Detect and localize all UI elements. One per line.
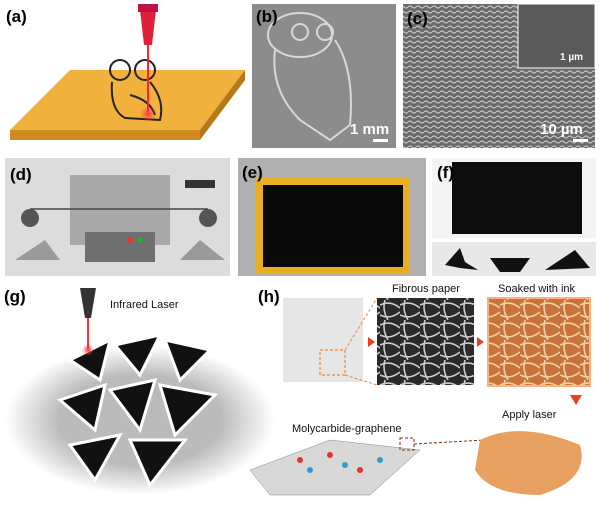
panel-label-h: (h) — [258, 287, 280, 306]
panel-a: (a) — [6, 4, 245, 140]
panel-label-g: (g) — [4, 287, 26, 306]
panel-b: (b) 1 mm — [252, 4, 396, 148]
beam-spot — [82, 344, 94, 356]
origami-pinwheel — [445, 248, 478, 270]
arrow-right-icon — [368, 337, 375, 347]
panel-label-d: (d) — [10, 165, 32, 184]
panel-e: (e) — [238, 158, 426, 276]
fibrous-paper-caption: Fibrous paper — [392, 283, 460, 295]
panel-label-e: (e) — [242, 163, 263, 182]
substrate-slab — [10, 70, 245, 130]
molycarbide-caption: Molycarbide-graphene — [292, 423, 401, 435]
detail-line — [413, 439, 486, 445]
laser-head-icon — [140, 10, 156, 45]
soaked-caption: Soaked with ink — [498, 283, 576, 295]
kirigami-pattern — [57, 332, 219, 488]
ink-soaked-image — [487, 297, 591, 387]
laser-spot — [140, 106, 156, 122]
panel-g: (g) Infrared Laser — [4, 287, 275, 495]
infrared-laser-label: Infrared Laser — [110, 299, 179, 311]
laser-nozzle-icon — [80, 288, 96, 318]
panel-d: (d) — [5, 158, 230, 276]
panel-h: (h) Fibrous paper Soaked with ink Apply … — [249, 283, 591, 496]
black-sheet — [263, 185, 403, 267]
fibrous-paper-image — [377, 298, 474, 385]
panel-c: (c) 1 µm 10 µm — [403, 3, 596, 148]
machine-console — [85, 232, 155, 262]
inset-scale-label: 1 µm — [560, 52, 583, 63]
panel-label-c: (c) — [407, 9, 428, 28]
origami-boat — [490, 258, 530, 272]
panel-f: (f) — [432, 158, 596, 276]
zoom-line-top — [344, 297, 378, 351]
left-roller — [21, 209, 39, 227]
scale-bar-b — [373, 139, 388, 142]
slab-side — [200, 70, 245, 140]
laser-collar — [138, 4, 158, 12]
laser-sheet — [185, 180, 215, 188]
panel-label-a: (a) — [6, 7, 27, 26]
zoom-line-bottom — [344, 374, 378, 386]
black-paper-sheet — [452, 162, 582, 234]
button-green — [137, 237, 143, 243]
button-red — [127, 237, 133, 243]
apply-laser-caption: Apply laser — [502, 409, 557, 421]
graphene-lattice — [249, 439, 421, 496]
scale-bar-label-b: 1 mm — [350, 121, 389, 138]
scale-bar-c — [573, 139, 588, 142]
porous-graphene-image — [475, 431, 582, 495]
arrow-down-icon — [570, 395, 582, 405]
owl-outline — [267, 12, 352, 142]
panel-label-f: (f) — [437, 163, 454, 182]
right-roller — [199, 209, 217, 227]
left-roller-stand — [15, 240, 60, 260]
zoom-box — [319, 349, 346, 376]
crumpled-paper-image — [283, 298, 363, 382]
scale-bar-label-c: 10 µm — [540, 121, 583, 138]
sem-inset — [517, 3, 596, 69]
arrow-right-icon — [477, 337, 484, 347]
right-roller-stand — [180, 240, 225, 260]
slab-edge — [10, 130, 200, 140]
origami-plane — [545, 250, 590, 270]
panel-label-b: (b) — [256, 7, 278, 26]
